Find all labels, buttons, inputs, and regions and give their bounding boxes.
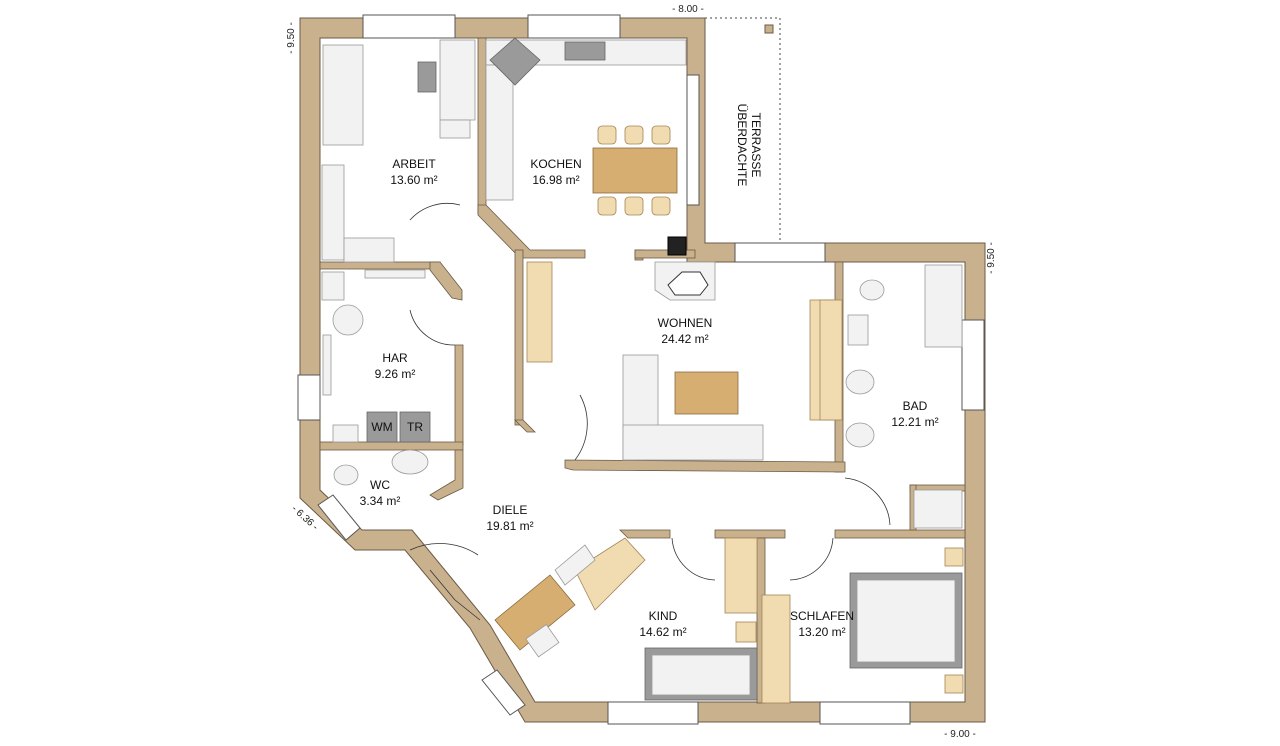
room-area-bad: 12.21 m² <box>891 415 938 429</box>
room-area-schlafen: 13.20 m² <box>798 625 845 639</box>
room-name-schlafen: SCHLAFEN <box>790 609 854 623</box>
room-area-wc: 3.34 m² <box>360 494 401 508</box>
room-area-kochen: 16.98 m² <box>532 173 579 187</box>
terrace: ÜBERDACHTE TERRASSE <box>705 17 781 245</box>
dryer-label: TR <box>407 420 423 434</box>
room-name-bad: BAD <box>903 399 928 413</box>
room-name-har: HAR <box>382 351 408 365</box>
interior-walls <box>319 37 966 704</box>
washer-label: WM <box>371 420 392 434</box>
room-name-kind: KIND <box>649 609 678 623</box>
room-name-diele: DIELE <box>493 503 528 517</box>
furniture: WM TR <box>321 37 964 704</box>
room-area-har: 9.26 m² <box>375 367 416 381</box>
room-name-wc: WC <box>370 478 390 492</box>
room-area-wohnen: 24.42 m² <box>661 332 708 346</box>
room-area-diele: 19.81 m² <box>486 519 533 533</box>
room-labels: ARBEIT 13.60 m² KOCHEN 16.98 m² WOHNEN 2… <box>360 157 939 639</box>
room-area-arbeit: 13.60 m² <box>390 173 437 187</box>
dimension-top: - 8.00 - <box>672 4 704 15</box>
windows <box>297 14 985 725</box>
dimension-left: - 9.50 - <box>286 22 297 54</box>
terrace-label-2: TERRASSE <box>749 113 763 178</box>
room-name-wohnen: WOHNEN <box>658 316 713 330</box>
dimension-right: - 9.50 - <box>986 242 997 274</box>
dimension-bottom: - 9.00 - <box>944 729 976 740</box>
room-area-kind: 14.62 m² <box>639 625 686 639</box>
doors <box>409 202 891 621</box>
washer <box>366 411 398 443</box>
dryer <box>399 411 431 443</box>
terrace-label-1: ÜBERDACHTE <box>735 104 749 187</box>
room-name-arbeit: ARBEIT <box>392 157 436 171</box>
room-name-kochen: KOCHEN <box>530 157 581 171</box>
